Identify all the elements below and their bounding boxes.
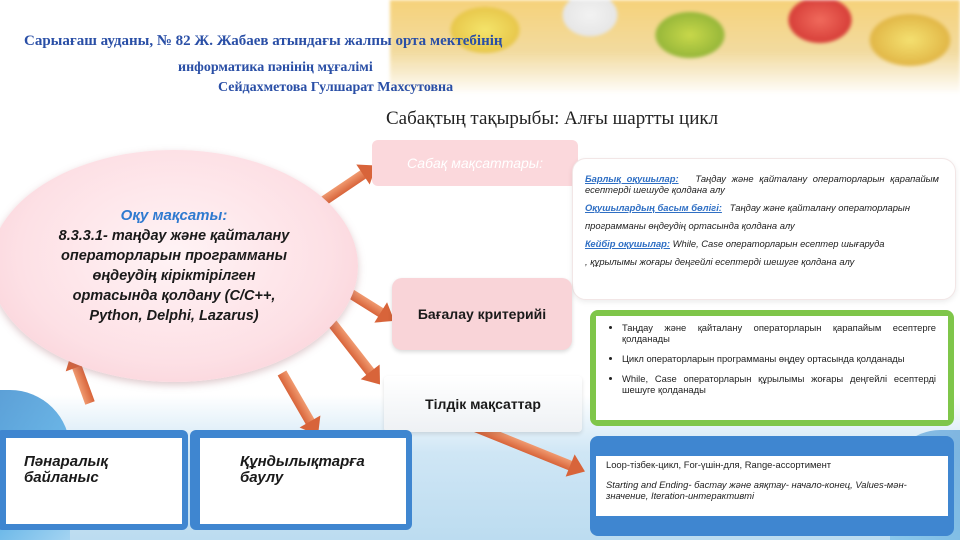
interdisciplinary-box: Пәнаралық байланыс (0, 430, 188, 530)
language-panel: Loop-тізбек-цикл, For-үшін-для, Range-ас… (590, 436, 954, 536)
criteria-list: Таңдау және қайталану операторларын қара… (610, 322, 936, 395)
header-subject: информатика пәнінің мұғалімі (178, 60, 373, 75)
language-terms-2: Starting and Ending- бастау және аяқтау-… (606, 479, 907, 501)
criteria-item: While, Case операторларын құрылымы жоғар… (622, 373, 936, 395)
header-teacher: Сейдахметова Гулшарат Махсутовна (218, 80, 454, 95)
goals-most-label: Оқушылардың басым бөлігі: (585, 202, 722, 213)
values-inner: Құндылықтарға баулу (200, 438, 406, 524)
header-school: Сарыағаш ауданы, № 82 Ж. Жабаев атындағы… (24, 33, 503, 49)
criteria-item: Таңдау және қайталану операторларын қара… (622, 322, 936, 344)
lesson-goals-box: Сабақ мақсаттары: (372, 140, 578, 186)
assessment-criteria-box: Бағалау критерийі (392, 278, 572, 350)
goals-all-text: Таңдау және қайталану операторларын қара… (585, 173, 939, 195)
goals-some-cont: , құрылымы жоғары деңгейлі есептерді шеш… (585, 256, 855, 267)
assessment-criteria-label: Бағалау критерийі (417, 306, 547, 322)
criteria-item: Цикл операторларын программаны өңдеу орт… (622, 353, 936, 364)
interdisciplinary-label: Пәнаралық байланыс (24, 453, 108, 486)
language-goals-label: Тілдік мақсаттар (425, 396, 541, 412)
language-terms-1: Loop-тізбек-цикл, For-үшін-для, Range-ас… (606, 459, 832, 470)
goals-panel: Барлық оқушылар: Таңдау және қайталану о… (572, 158, 956, 300)
goals-some: Кейбір оқушылар: While, Case операторлар… (585, 238, 939, 249)
goals-most-cont: программаны өңдеудің ортасында қолдана а… (585, 220, 795, 231)
goals-all: Барлық оқушылар: Таңдау және қайталану о… (585, 173, 939, 195)
goals-most-text: Таңдау және қайталану операторларын (729, 202, 910, 213)
criteria-panel: Таңдау және қайталану операторларын қара… (590, 310, 954, 426)
lesson-topic: Сабақтың тақырыбы: Алғы шартты цикл (386, 108, 719, 129)
language-goals-box: Тілдік мақсаттар (384, 376, 582, 432)
values-box: Құндылықтарға баулу (190, 430, 412, 530)
goals-most: Оқушылардың басым бөлігі: Таңдау және қа… (585, 202, 939, 213)
language-panel-inner: Loop-тізбек-цикл, For-үшін-для, Range-ас… (596, 456, 948, 516)
values-label: Құндылықтарға баулу (240, 453, 365, 486)
objective-heading: Оқу мақсаты: (120, 206, 228, 224)
goals-some-text: While, Case операторларын есептер шығару… (672, 238, 885, 249)
fruit-banner-decoration (390, 0, 960, 95)
goals-some-label: Кейбір оқушылар: (585, 238, 671, 249)
interdisciplinary-inner: Пәнаралық байланыс (6, 438, 182, 524)
goals-all-label: Барлық оқушылар: (585, 173, 679, 184)
objective-text: 8.3.3.1- таңдау және қайталану операторл… (58, 227, 290, 324)
arrow-to-language (328, 319, 376, 377)
learning-objective-ellipse: Оқу мақсаты: 8.3.3.1- таңдау және қайтал… (0, 150, 358, 382)
criteria-panel-inner: Таңдау және қайталану операторларын қара… (596, 316, 948, 420)
lesson-goals-label: Сабақ мақсаттары: (407, 155, 543, 171)
